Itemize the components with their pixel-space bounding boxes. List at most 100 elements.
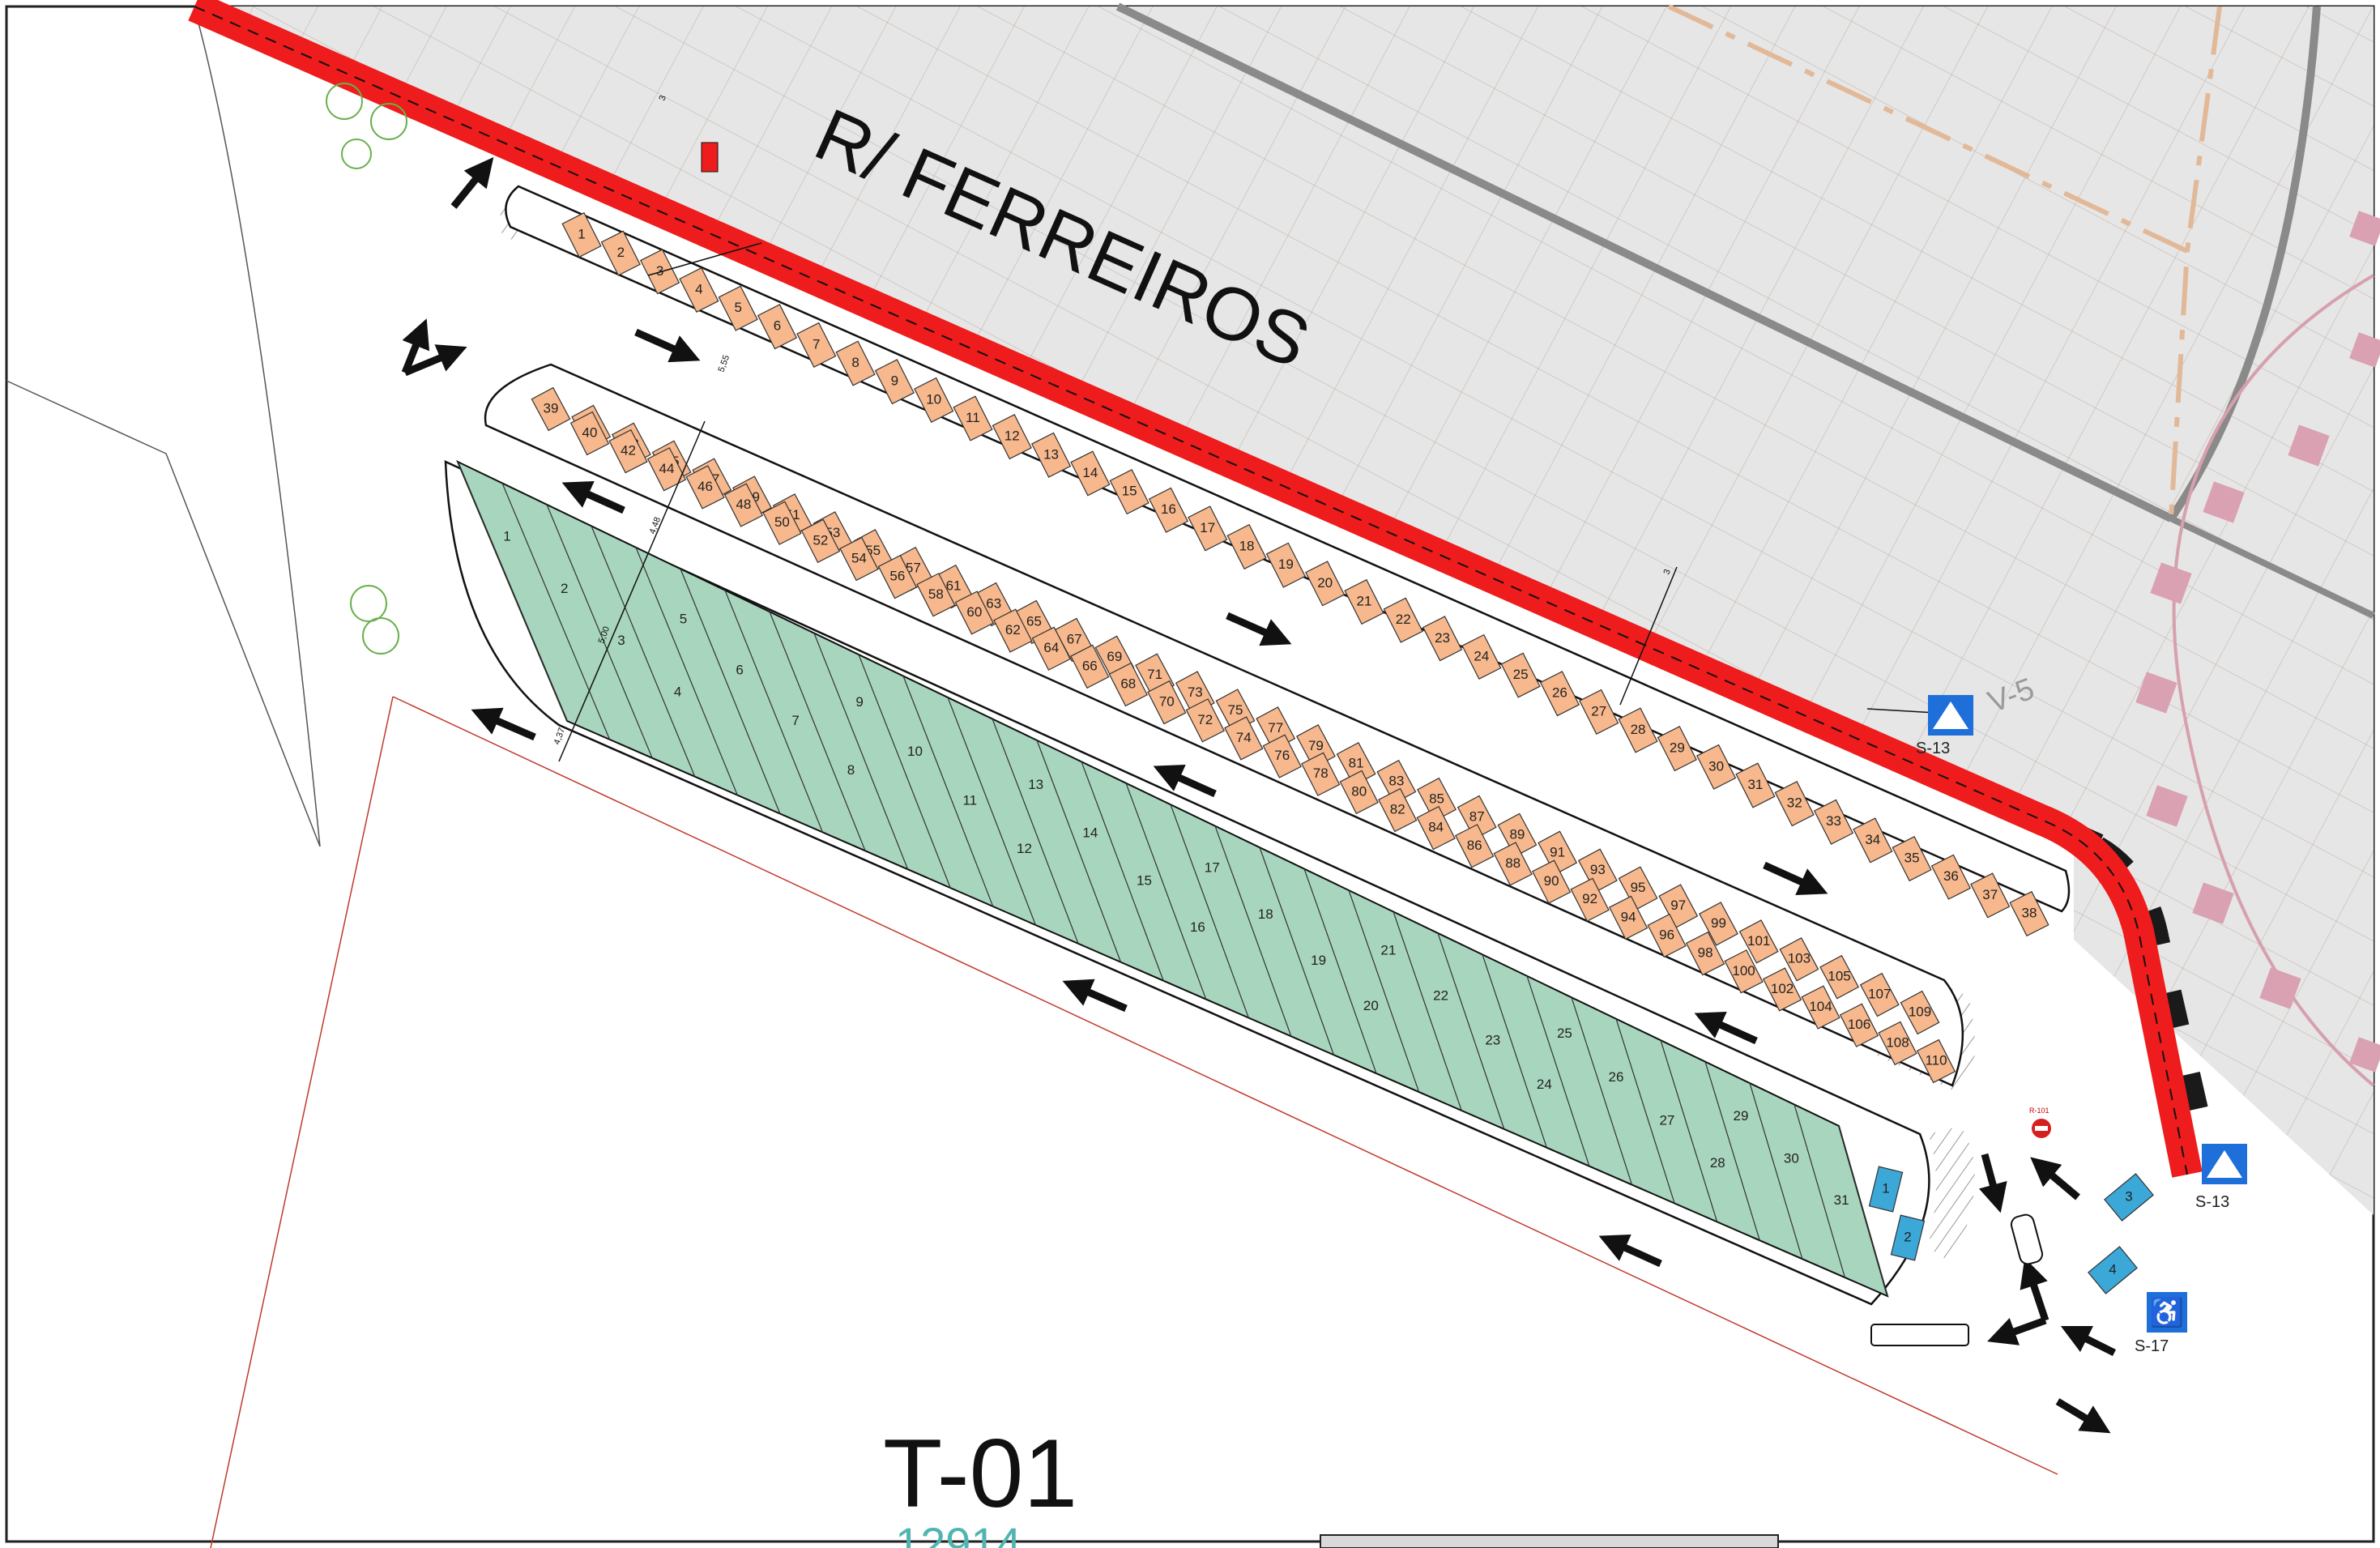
stall-number: 83 [1388, 774, 1404, 789]
stall-number: 13 [1043, 446, 1059, 462]
parking-stall [723, 483, 764, 527]
arrow-split-right [403, 344, 467, 377]
arrow-bus-up [2020, 1257, 2049, 1322]
parking-stall [1618, 707, 1658, 753]
stall-number: 7 [813, 336, 820, 352]
parking-stall [1185, 698, 1225, 743]
stall-number: 82 [1390, 801, 1405, 817]
parking-stall [1030, 432, 1072, 478]
stall-number: 44 [659, 461, 675, 476]
stall-number: 103 [1788, 951, 1811, 966]
stall-number: 110 [1925, 1052, 1947, 1068]
stall-number: 68 [1120, 676, 1136, 691]
stall-number: 3 [2125, 1188, 2132, 1204]
long-stall-divider [546, 504, 653, 759]
stall-number: 91 [1550, 844, 1565, 859]
long-stall-divider [1749, 1082, 1803, 1260]
stall-number: 21 [1356, 593, 1371, 608]
parking-stall [1493, 842, 1533, 886]
stall-number: 88 [1505, 855, 1521, 871]
parking-stall [1779, 936, 1819, 982]
arrow-split-up [401, 318, 430, 374]
parking-stall [1531, 859, 1572, 904]
parking-stall [1500, 652, 1541, 698]
arrow-lane-1 [634, 328, 701, 363]
parking-stall [1892, 835, 1932, 882]
site-boundary [6, 380, 321, 847]
parking-stall [2088, 1246, 2138, 1294]
parking-stall [1658, 884, 1699, 928]
arrow-lane-8 [1062, 979, 1128, 1013]
parking-stall [993, 608, 1033, 653]
stall-number: 74 [1236, 730, 1252, 745]
compact-stall-row-b-lower: 4042444648505254565860626466687072747678… [569, 411, 1956, 1084]
parking-stall [1724, 949, 1764, 994]
sign-s13-bottom: S-13 [2195, 1144, 2247, 1211]
long-stall-number: 30 [1784, 1151, 1799, 1166]
stall-number: 62 [1005, 622, 1021, 638]
long-stall-divider [457, 461, 568, 722]
stall-number: 35 [1904, 851, 1920, 866]
red-sign-marker [701, 142, 719, 173]
stall-number: 105 [1828, 969, 1850, 984]
parking-stall [608, 429, 648, 474]
long-stall-divider [1125, 783, 1207, 1000]
long-stall-number: 6 [736, 663, 743, 678]
stall-number: 40 [582, 424, 598, 440]
stall-number: 63 [986, 596, 1001, 612]
long-stall-dividers [457, 461, 1888, 1297]
stall-number: 52 [813, 532, 828, 548]
long-stall-number: 13 [1028, 777, 1043, 792]
long-stall-divider [1437, 932, 1505, 1130]
stall-number: 94 [1621, 909, 1636, 924]
parking-stall [1930, 854, 1971, 900]
stall-number: 85 [1429, 791, 1444, 807]
svg-text:S-13: S-13 [1916, 740, 1950, 757]
svg-text:S-17: S-17 [2135, 1337, 2169, 1355]
arrow-lane-3 [1226, 612, 1292, 646]
parking-stall [874, 359, 915, 405]
stall-number: 20 [1317, 575, 1333, 591]
stall-number: 30 [1708, 758, 1724, 774]
stall-number: 99 [1711, 915, 1726, 931]
bus-symbol [1870, 1324, 1969, 1346]
stall-number: 36 [1943, 868, 1959, 884]
traffic-arrows [401, 157, 2117, 1434]
long-stall-number: 23 [1485, 1033, 1500, 1048]
arrow-bus-left [1987, 1316, 2047, 1345]
stall-number: 102 [1771, 981, 1794, 996]
parking-stall [953, 395, 993, 441]
lot-area: 12914 [895, 1518, 1022, 1548]
long-stall-divider [1393, 911, 1462, 1111]
parking-stall [954, 591, 995, 635]
stall-number: 6 [774, 318, 781, 334]
parking-stall [762, 501, 802, 545]
stall-number: 106 [1848, 1017, 1870, 1032]
parking-stall [646, 447, 687, 492]
parking-stall [561, 211, 602, 258]
arrow-lane-9 [1598, 1234, 1662, 1268]
long-stall-divider [1214, 825, 1292, 1037]
parking-stall [796, 322, 837, 368]
stall-number: 39 [544, 400, 559, 416]
parking-stall [600, 230, 641, 276]
parking-stall [1577, 848, 1618, 893]
stall-number: 72 [1197, 712, 1213, 727]
parking-stall [1538, 830, 1578, 876]
long-stall-divider [1348, 889, 1420, 1093]
stall-number: 14 [1082, 465, 1098, 480]
stall-number: 11 [966, 410, 980, 425]
wheelchair-icon: ♿ [2150, 1297, 2184, 1328]
long-stall-divider [501, 483, 611, 740]
stall-number: 75 [1228, 702, 1243, 718]
svg-text:S-13: S-13 [2195, 1193, 2229, 1211]
long-stall-divider [1170, 804, 1249, 1018]
parking-stall [1344, 578, 1384, 625]
stall-number: 32 [1787, 795, 1802, 811]
parking-stall [1618, 866, 1658, 910]
parking-stall [1970, 872, 2011, 919]
stall-number: 79 [1308, 738, 1324, 753]
long-stall-number: 17 [1205, 859, 1220, 875]
stall-number: 8 [851, 355, 859, 370]
stall-number: 4 [695, 281, 702, 296]
